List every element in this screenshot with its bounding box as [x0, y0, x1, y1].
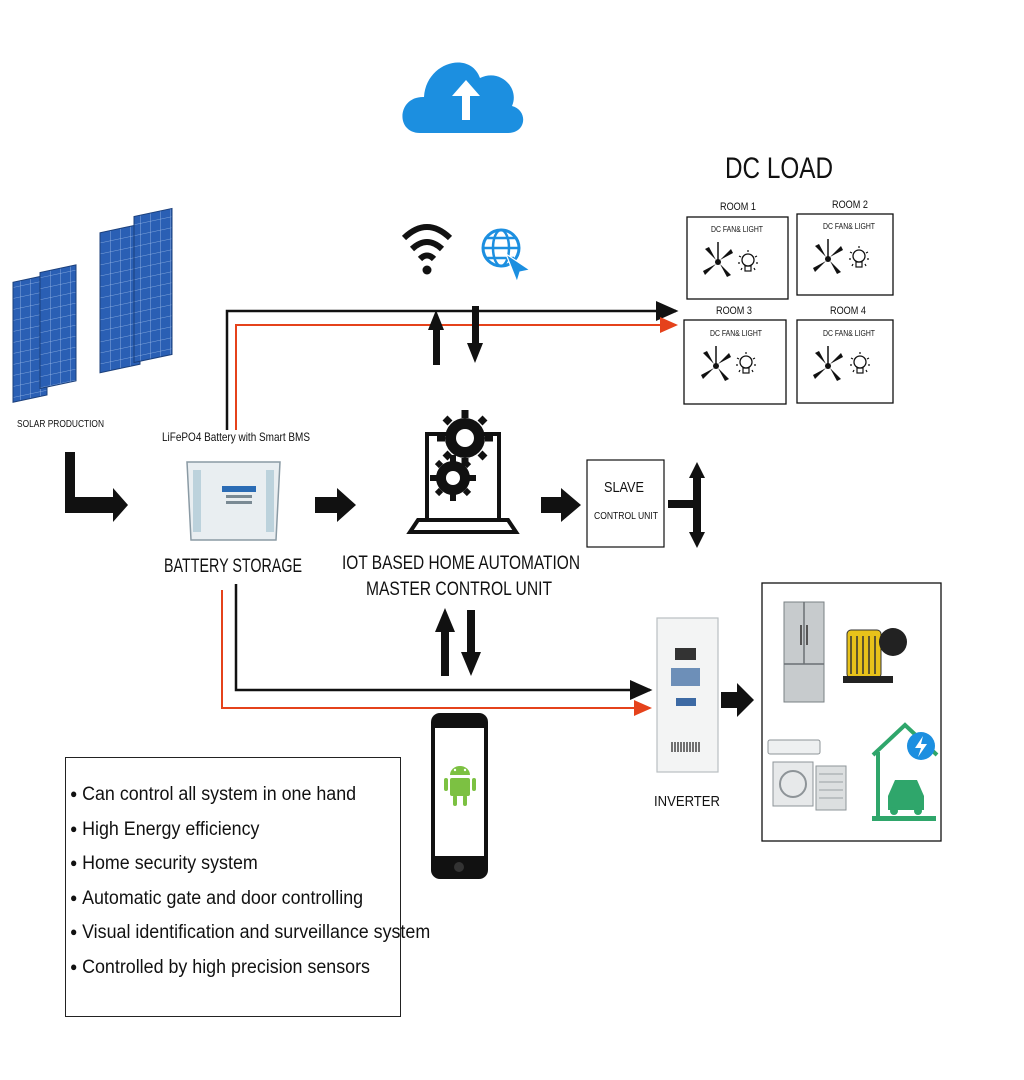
solar-panel-icon: [12, 207, 173, 403]
inverter-label: INVERTER: [654, 793, 720, 810]
slave-control-box: [586, 459, 665, 548]
master-to-slave-arrow: [541, 488, 581, 522]
feature-item: High Energy efficiency: [70, 813, 380, 848]
globe-cursor-icon: [481, 228, 532, 284]
dc-load-title: DC LOAD: [725, 152, 833, 185]
features-box: Can control all system in one hand High …: [65, 757, 430, 1017]
battery-to-master-arrow: [315, 488, 356, 522]
room-3-card: ROOM 3 DC FAN& LIGHT: [683, 305, 787, 405]
wifi-icon: [401, 224, 453, 275]
slave-label-line2: CONTROL UNIT: [594, 510, 658, 522]
master-unit-title-line2: MASTER CONTROL UNIT: [366, 579, 552, 600]
feature-item: Visual identification and surveillance s…: [70, 916, 430, 951]
room-4-name: ROOM 4: [830, 305, 866, 317]
battery-icon: [186, 461, 281, 541]
slave-label-line1: SLAVE: [604, 479, 644, 496]
room-4-card: ROOM 4 DC FAN& LIGHT: [796, 305, 894, 404]
cloud-upload-icon: [402, 62, 524, 133]
feature-item: Can control all system in one hand: [70, 778, 380, 813]
room-3-label: DC FAN& LIGHT: [710, 329, 762, 338]
room-2-name: ROOM 2: [832, 199, 868, 211]
battery-caption: LiFePO4 Battery with Smart BMS: [162, 430, 310, 444]
room-1-label: DC FAN& LIGHT: [711, 225, 763, 234]
solar-production-label: SOLAR PRODUCTION: [17, 418, 104, 430]
room-2-card: ROOM 2 DC FAN& LIGHT: [796, 199, 894, 296]
inverter-icon: [656, 617, 719, 773]
feature-item: Automatic gate and door controlling: [70, 882, 380, 917]
laptop-gears-icon: [406, 410, 520, 534]
battery-storage-label: BATTERY STORAGE: [164, 556, 302, 577]
air-conditioner-icon: [767, 739, 847, 811]
dc-power-lines: [225, 301, 679, 430]
feature-item: Controlled by high precision sensors: [70, 951, 380, 986]
solar-to-battery-arrow: [65, 452, 128, 522]
ac-power-lines: [221, 584, 653, 716]
room-3-name: ROOM 3: [716, 305, 752, 317]
room-4-label: DC FAN& LIGHT: [823, 329, 875, 338]
smartphone-android-icon: [431, 713, 488, 879]
ev-charging-home-icon: [871, 722, 939, 821]
phone-link-arrows: [435, 608, 481, 676]
inverter-to-appliances-arrow: [721, 683, 754, 717]
cloud-link-arrows: [428, 306, 483, 365]
fridge-icon: [783, 601, 825, 703]
slave-output-arrows: [668, 462, 705, 548]
features-list: Can control all system in one hand High …: [66, 758, 430, 986]
room-1-name: ROOM 1: [720, 201, 756, 213]
water-pump-icon: [843, 628, 907, 683]
feature-item: Home security system: [70, 847, 380, 882]
room-2-label: DC FAN& LIGHT: [823, 222, 875, 231]
room-1-card: ROOM 1 DC FAN& LIGHT: [686, 201, 789, 300]
master-unit-title-line1: IOT BASED HOME AUTOMATION: [342, 553, 580, 574]
